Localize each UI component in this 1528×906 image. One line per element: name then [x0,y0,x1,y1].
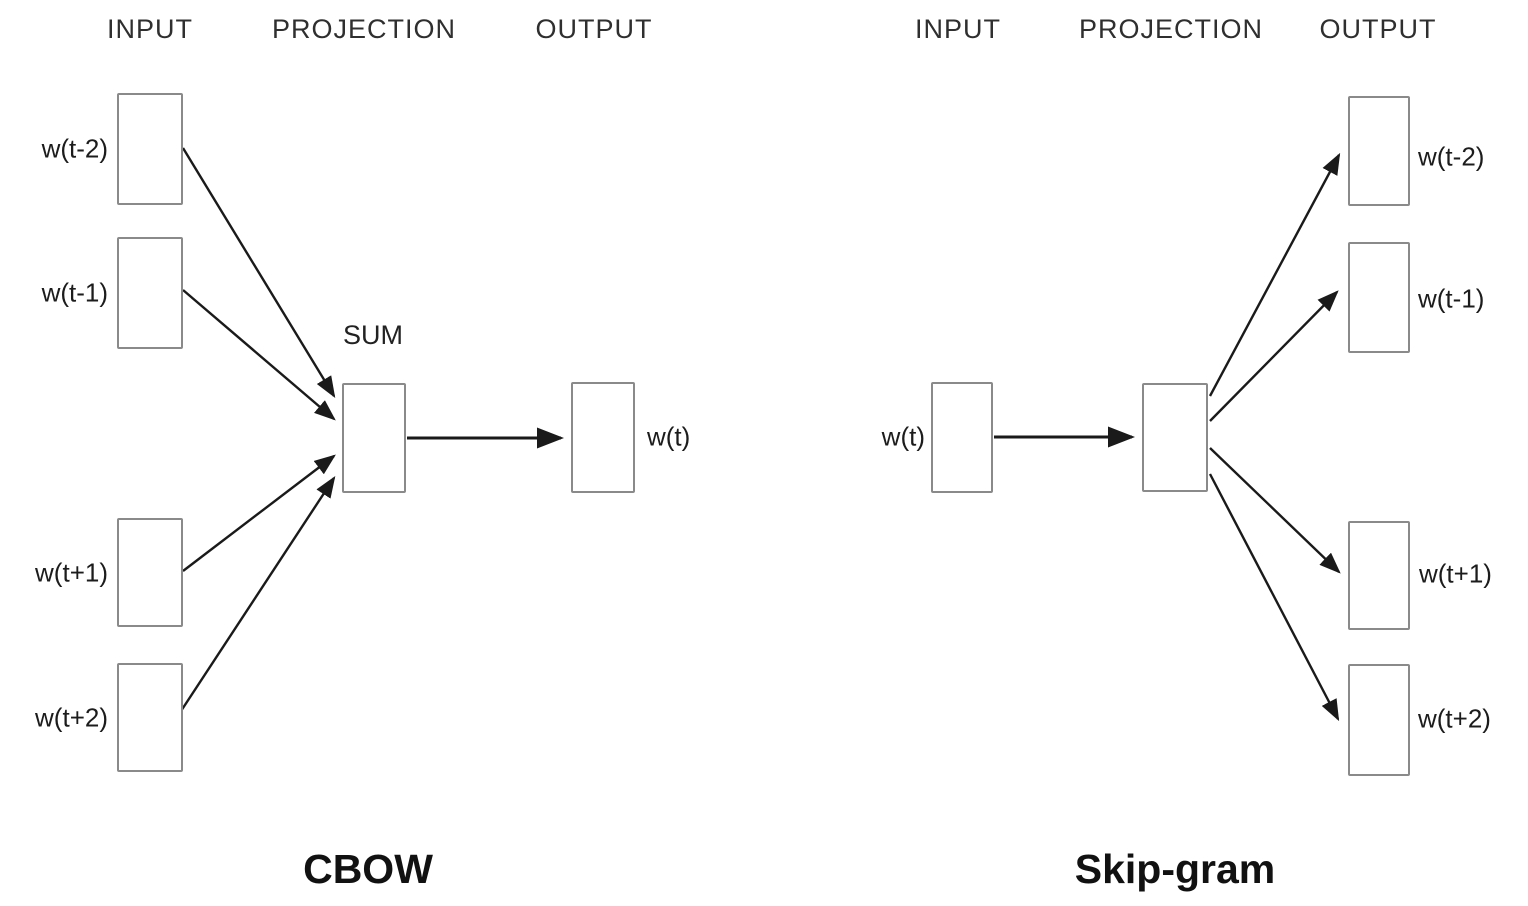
cbow-input-box-wt-plus2 [117,663,183,772]
cbow-title: CBOW [303,846,433,892]
cbow-input-label-wt-plus1: w(t+1) [35,557,108,588]
skipgram-arrow-projection-to-wt-minus2 [1208,152,1341,397]
skipgram-output-box-wt-plus2 [1348,664,1410,776]
cbow-projection-box [342,383,406,493]
skipgram-header-output: OUTPUT [1319,14,1437,44]
cbow-header-output: OUTPUT [535,14,653,44]
skipgram-output-label-wt-minus2: w(t-2) [1418,141,1485,172]
skipgram-output-box-wt-minus1 [1348,242,1410,353]
cbow-header-input: INPUT [107,14,193,44]
cbow-input-label-wt-minus2: w(t-2) [41,133,108,164]
cbow-output-label-wt: w(t) [647,421,691,452]
cbow-input-box-wt-plus1 [117,518,183,627]
skipgram-input-box [931,382,993,493]
cbow-header-projection: PROJECTION [271,14,457,44]
cbow-input-label-wt-plus2: w(t+2) [35,702,108,733]
cbow-arrow-wt-minus1-to-projection [182,289,336,421]
cbow-sum-label: SUM [343,320,403,350]
cbow-arrow-wt-minus2-to-projection [181,147,336,399]
cbow-arrow-wt-plus2-to-projection [179,475,336,712]
skipgram-output-label-wt-plus2: w(t+2) [1418,703,1491,734]
skipgram-title: Skip-gram [1074,846,1276,892]
skipgram-output-box-wt-minus2 [1348,96,1410,206]
skipgram-arrow-projection-to-wt-plus1 [1209,447,1341,574]
skipgram-header-projection: PROJECTION [1078,14,1264,44]
skipgram-input-label-wt: w(t) [881,421,925,452]
skipgram-output-box-wt-plus1 [1348,521,1410,630]
cbow-input-label-wt-minus1: w(t-1) [41,277,108,308]
cbow-output-box [571,382,635,493]
skipgram-arrow-projection-to-wt-minus1 [1209,290,1339,422]
skipgram-header-input: INPUT [915,14,1001,44]
skipgram-output-label-wt-plus1: w(t+1) [1419,558,1492,589]
skipgram-projection-box [1142,383,1208,492]
cbow-input-box-wt-minus1 [117,237,183,349]
cbow-arrow-wt-plus1-to-projection [182,454,336,572]
cbow-input-box-wt-minus2 [117,93,183,205]
skipgram-arrow-projection-to-wt-plus2 [1208,473,1340,722]
skipgram-output-label-wt-minus1: w(t-1) [1418,283,1485,314]
